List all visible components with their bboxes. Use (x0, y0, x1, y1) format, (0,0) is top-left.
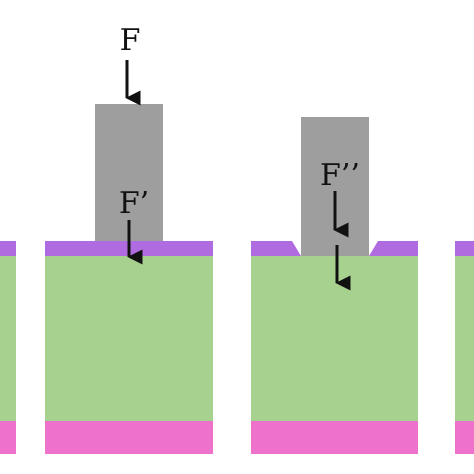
pillar-flat-contact (45, 241, 213, 454)
pillar-1-body (45, 256, 213, 421)
left-edge-bottom-layer (0, 421, 16, 454)
right-edge-pillar-body (455, 256, 474, 421)
transmitted-force-flat-label: F’ (119, 186, 149, 221)
indenter-flat (95, 104, 163, 241)
pillar-2-body (251, 256, 418, 421)
left-edge-pillar (0, 241, 16, 454)
transmitted-force-indented-label: F’’ (320, 158, 360, 193)
pillar-indented-contact (251, 241, 418, 454)
right-edge-top-layer (455, 241, 474, 256)
pillar-1-bottom-layer (45, 421, 213, 454)
left-edge-pillar-body (0, 256, 16, 421)
pillar-2-bottom-layer (251, 421, 418, 454)
pillar-2-top-layer-right (369, 241, 418, 256)
applied-force-label: F (120, 23, 141, 58)
pillar-2-top-layer (251, 241, 301, 256)
right-edge-bottom-layer (455, 421, 474, 454)
right-edge-pillar (455, 241, 474, 454)
left-edge-top-layer (0, 241, 16, 256)
